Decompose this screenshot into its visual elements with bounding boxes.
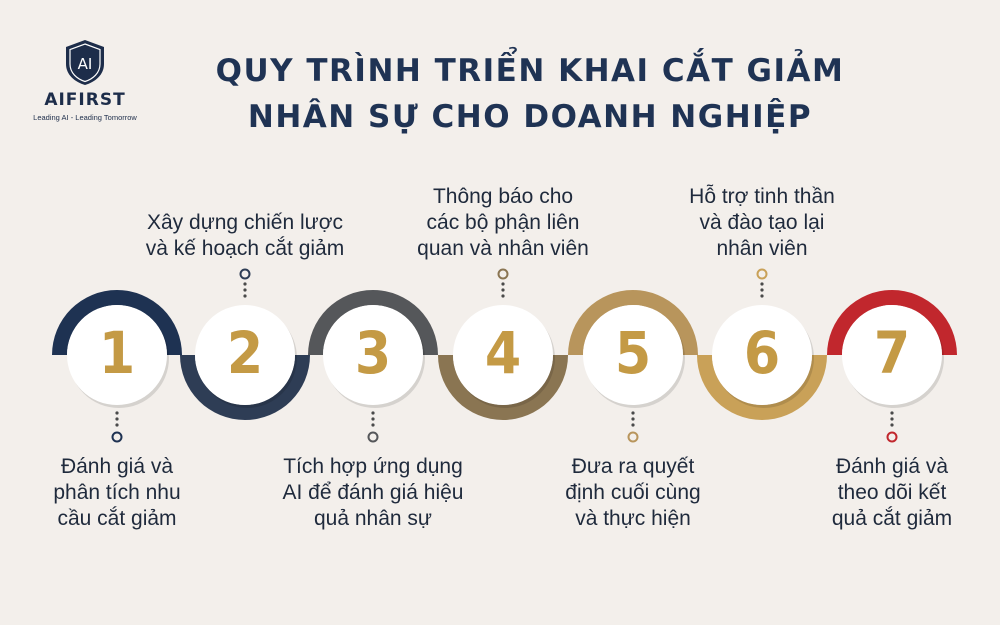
step-6-number: 6 (743, 319, 781, 387)
logo-mark: AI (78, 55, 93, 73)
step-3-connector-dot (371, 417, 375, 421)
title-line-1: QUY TRÌNH TRIỂN KHAI CẮT GIẢM (215, 53, 845, 89)
step-4-connector-dot (501, 282, 505, 286)
brand-tagline: Leading AI - Leading Tomorrow (33, 113, 137, 122)
step-1-connector-dot (115, 417, 119, 421)
step-2-number: 2 (226, 319, 264, 387)
brand-name: AIFIRST (44, 90, 126, 110)
step-4-arc (438, 355, 568, 420)
step-2-connector-dot (243, 282, 247, 286)
step-2-disc (195, 305, 295, 405)
shield-icon: AI (66, 40, 104, 85)
step-4-number: 4 (484, 319, 522, 387)
step-2-arc (180, 355, 310, 420)
label-line: định cuối cùng (565, 481, 701, 504)
label-line: quả nhân sự (314, 507, 432, 530)
step-1-label: Đánh giá và phân tích nhu cầu cắt giảm (12, 454, 222, 532)
aifirst-logo: AI AIFIRST Leading AI - Leading Tomorrow (30, 38, 140, 122)
step-4-label: Thông báo cho các bộ phận liên quan và nhâ… (398, 184, 608, 262)
step-6-connector-dot (760, 282, 764, 286)
step-5-connector-dot (631, 423, 635, 427)
label-line: theo dõi kết (837, 481, 947, 504)
step-1-arc (52, 290, 182, 355)
step-3-connector-ring (367, 431, 379, 443)
step-3-disc (323, 305, 423, 405)
label-line: Đánh giá và (60, 455, 174, 478)
label-line: Đánh giá và (835, 455, 949, 478)
step-5-number: 5 (614, 319, 652, 387)
step-5-connector-dot (631, 417, 635, 421)
step-2-connector-dot (243, 288, 247, 292)
step-4-connector-dot (501, 288, 505, 292)
label-line: quả cắt giảm (831, 507, 953, 530)
step-4-disc (453, 305, 553, 405)
step-5-disc (583, 305, 683, 405)
label-line: Hỗ trợ tinh thần (689, 185, 835, 208)
step-6-connector-dot (760, 294, 764, 298)
step-7-number: 7 (873, 319, 911, 387)
step-1-connector-dot (115, 411, 119, 415)
step-1-connector-ring (111, 431, 123, 443)
step-5-label: Đưa ra quyết định cuối cùng và thực hiện (528, 454, 738, 532)
step-5-arc (568, 290, 698, 355)
step-4-connector-ring (497, 268, 509, 280)
label-line: Tích hợp ứng dụng (283, 455, 463, 478)
step-4-connector-dot (501, 294, 505, 298)
step-6-connector-ring (756, 268, 768, 280)
label-line: nhân viên (716, 237, 808, 260)
step-7-connector-dot (890, 423, 894, 427)
step-5-connector-ring (627, 431, 639, 443)
step-5-connector-dot (631, 411, 635, 415)
label-line: và thực hiện (575, 507, 691, 530)
label-line: Đưa ra quyết (571, 455, 695, 478)
step-6-disc (712, 305, 812, 405)
label-line: cầu cắt giảm (57, 507, 177, 530)
step-3-label: Tích hợp ứng dụng AI để đánh giá hiệu quả … (268, 454, 478, 532)
step-3-connector-dot (371, 411, 375, 415)
label-line: quan và nhân viên (417, 237, 589, 260)
label-line: Thông báo cho (432, 185, 574, 208)
step-3-arc (308, 290, 438, 355)
step-6-connector-dot (760, 288, 764, 292)
label-line: AI để đánh giá hiệu (282, 481, 464, 504)
step-7-label: Đánh giá và theo dõi kết quả cắt giảm (787, 454, 997, 532)
step-3-number: 3 (354, 319, 392, 387)
step-3-connector-dot (371, 423, 375, 427)
label-line: phân tích nhu (53, 481, 181, 504)
page-title: QUY TRÌNH TRIỂN KHAI CẮT GIẢM NHÂN SỰ CH… (160, 48, 900, 140)
step-7-connector-dot (890, 417, 894, 421)
step-7-disc (842, 305, 942, 405)
step-1-connector-dot (115, 423, 119, 427)
label-line: các bộ phận liên (426, 211, 580, 234)
step-2-connector-dot (243, 294, 247, 298)
label-line: và kế hoạch cắt giảm (145, 237, 345, 260)
step-2-connector-ring (239, 268, 251, 280)
label-line: Xây dựng chiến lược (147, 211, 343, 234)
step-6-label: Hỗ trợ tinh thần và đào tạo lại nhân viên (657, 184, 867, 262)
label-line: và đào tạo lại (699, 211, 825, 234)
step-6-arc (697, 355, 827, 420)
step-7-connector-ring (886, 431, 898, 443)
step-2-label: Xây dựng chiến lược và kế hoạch cắt giảm (140, 210, 350, 262)
step-7-connector-dot (890, 411, 894, 415)
step-1-number: 1 (98, 319, 136, 387)
title-line-2: NHÂN SỰ CHO DOANH NGHIỆP (247, 99, 813, 135)
step-7-arc (827, 290, 957, 355)
step-1-disc (67, 305, 167, 405)
